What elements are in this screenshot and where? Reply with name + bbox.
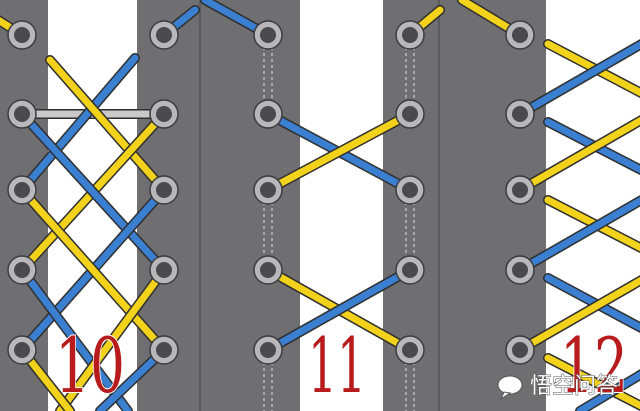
eyelet (149, 20, 179, 50)
eyelet (505, 20, 535, 50)
lace-yellow (515, 115, 640, 195)
panel-number-10: 10 (55, 321, 125, 410)
lace-blue (515, 39, 640, 119)
eyelet (253, 99, 283, 129)
lace-yellow (543, 353, 640, 411)
flaps-layer (0, 0, 546, 411)
eyelet (395, 335, 425, 365)
lace-blue (515, 195, 640, 275)
panel-number-11: 11 (308, 321, 366, 410)
lace-yellow (45, 55, 169, 195)
eyelet (395, 175, 425, 205)
lace-yellow (55, 265, 169, 411)
eyelets-layer (7, 20, 535, 365)
eyelet (395, 20, 425, 50)
eyelet (253, 335, 283, 365)
eyelet (7, 20, 37, 50)
eyelet (149, 255, 179, 285)
eyelet (7, 255, 37, 285)
panel-11-left-flap (198, 0, 300, 411)
eyelet (253, 255, 283, 285)
eyelet (505, 99, 535, 129)
lace-blue (575, 369, 640, 411)
numbers-layer: 10 11 12 (54, 320, 629, 411)
eyelet (7, 99, 37, 129)
eyelet (149, 335, 179, 365)
eyelet (505, 175, 535, 205)
eyelet (149, 175, 179, 205)
lace-yellow (17, 185, 169, 355)
eyelet (253, 20, 283, 50)
lace-yellow (263, 109, 415, 195)
watermark-text: 悟空问答 (530, 374, 618, 399)
lace-blue (17, 53, 140, 195)
eyelet (149, 99, 179, 129)
eyelet (505, 255, 535, 285)
eyelet (395, 255, 425, 285)
eyelet (395, 99, 425, 129)
lace-blue (17, 265, 133, 411)
lace-yellow (515, 275, 640, 355)
watermark: 悟空问答 (497, 374, 619, 401)
eyelet (7, 175, 37, 205)
lace-blue (17, 109, 169, 275)
speech-bubble-icon (497, 375, 523, 401)
eyelet (7, 335, 37, 365)
panel-number-12: 12 (560, 321, 628, 410)
lace-blue (263, 265, 415, 355)
eyelet (253, 175, 283, 205)
eyelet (505, 335, 535, 365)
